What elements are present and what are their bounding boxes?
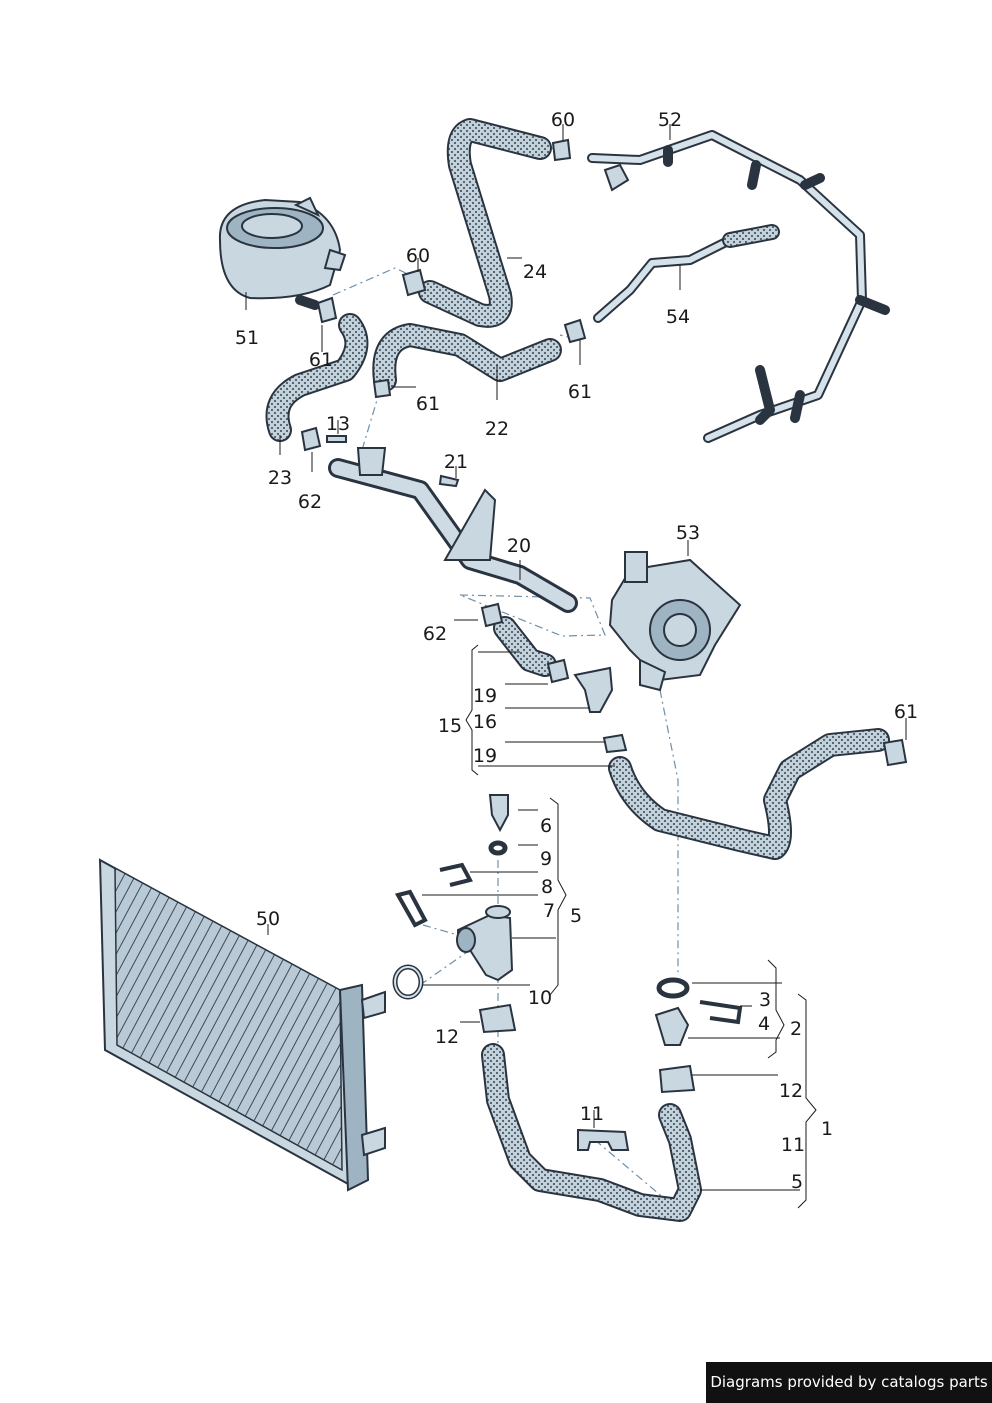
callout-labels: 60 52 60 24 54 51 61 61 22 61 13 23 62 2…: [235, 109, 918, 1193]
leader-lines: [245, 124, 907, 1191]
callout-3: 3: [759, 989, 771, 1011]
callout-62: 62: [423, 623, 447, 645]
callout-5: 5: [570, 905, 582, 927]
callout-2: 2: [790, 1018, 802, 1040]
thermostat-housing-53: [608, 551, 742, 692]
callout-21: 21: [444, 451, 468, 473]
bracket-11: [577, 1128, 630, 1151]
callout-60: 60: [551, 109, 575, 131]
footer-credit: Diagrams provided by catalogs parts: [706, 1362, 992, 1403]
callout-7: 7: [543, 900, 555, 922]
expansion-tank-51: [218, 196, 347, 310]
callout-1: 1: [821, 1118, 833, 1140]
callout-61: 61: [416, 393, 440, 415]
hose-24: [418, 118, 552, 328]
callout-11: 11: [580, 1103, 604, 1125]
callout-20: 20: [507, 535, 531, 557]
callout-12: 12: [435, 1026, 459, 1048]
group-braces: [465, 644, 817, 1209]
callout-53: 53: [676, 522, 700, 544]
callout-19: 19: [473, 745, 497, 767]
hose-connector-15: [493, 616, 614, 713]
callout-13: 13: [326, 413, 350, 435]
callout-60: 60: [406, 245, 430, 267]
hose-23: [265, 313, 369, 442]
callout-19: 19: [473, 685, 497, 707]
callout-8: 8: [541, 876, 553, 898]
pipe-54: [593, 224, 780, 323]
connector-7: [392, 794, 514, 1000]
callout-15: 15: [438, 715, 462, 737]
callout-52: 52: [658, 109, 682, 131]
pipe-20: [328, 447, 578, 613]
callout-5: 5: [791, 1171, 803, 1193]
callout-11: 11: [781, 1134, 805, 1156]
callout-12: 12: [779, 1080, 803, 1102]
hose-right: [608, 728, 890, 860]
callout-9: 9: [540, 848, 552, 870]
callout-61: 61: [894, 701, 918, 723]
hose-22: [372, 323, 562, 392]
callout-51: 51: [235, 327, 259, 349]
radiator-50: [98, 858, 386, 1192]
callout-24: 24: [523, 261, 547, 283]
callout-6: 6: [540, 815, 552, 837]
hose-clamps: [300, 138, 908, 1094]
pipe-52: [587, 130, 890, 443]
callout-61: 61: [568, 381, 592, 403]
callout-22: 22: [485, 418, 509, 440]
callout-10: 10: [528, 987, 552, 1009]
callout-50: 50: [256, 908, 280, 930]
callout-16: 16: [473, 711, 497, 733]
connector-2: [654, 977, 743, 1046]
callout-62: 62: [298, 491, 322, 513]
callout-23: 23: [268, 467, 292, 489]
callout-54: 54: [666, 306, 690, 328]
callout-61: 61: [309, 349, 333, 371]
hose-5: [481, 1043, 702, 1222]
callout-4: 4: [758, 1013, 770, 1035]
